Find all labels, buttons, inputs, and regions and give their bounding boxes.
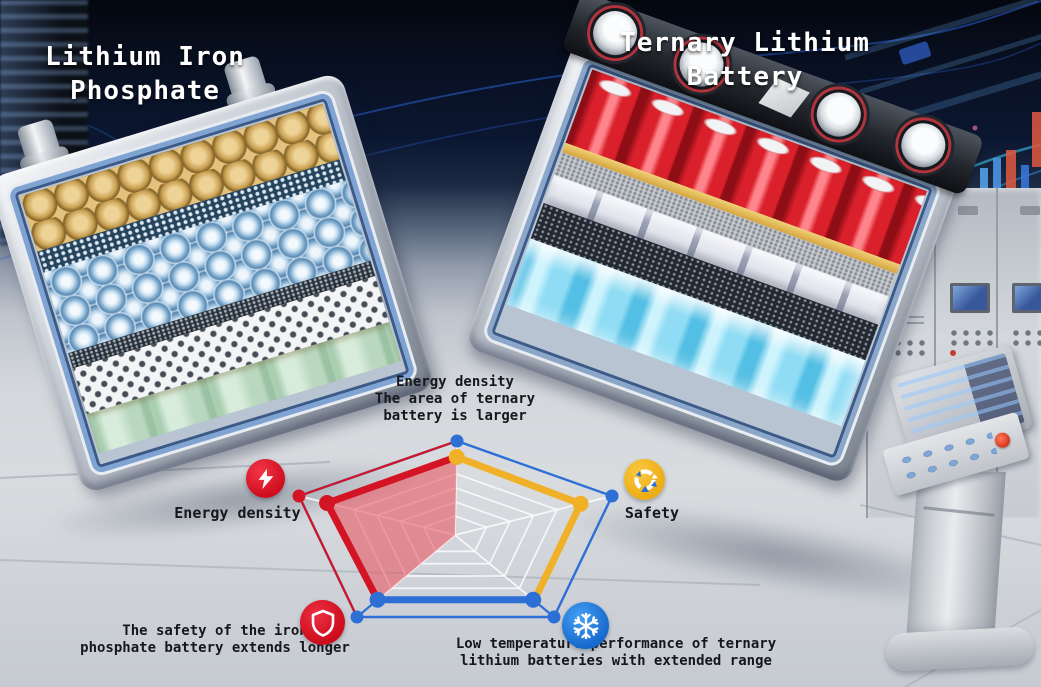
shield-icon [300, 600, 345, 645]
radar-annotation-bottom-right: Low temperature performance of ternary l… [455, 636, 777, 669]
cabinet-screen [950, 283, 990, 313]
right-battery-title: Ternary Lithium Battery [620, 28, 870, 92]
radar-annotation-bottom-left: The safety of the iron phosphate battery… [80, 623, 350, 656]
lightning-icon [246, 459, 285, 498]
cabinet-buttons [1010, 328, 1041, 346]
kiosk-stand [906, 472, 1006, 640]
radar-label-energy-density: Energy density [174, 504, 301, 522]
cabinet-screen [1012, 283, 1041, 313]
radar-annotation-top: Energy density The area of ternary batte… [374, 374, 536, 424]
kiosk-seam [923, 506, 995, 517]
cabinet-vent [958, 206, 978, 215]
circular-arrows-icon [624, 459, 665, 500]
radar-label-safety: Safety [624, 504, 680, 522]
kiosk-red-button [993, 430, 1012, 450]
left-battery-title: Lithium Iron Phosphate [45, 42, 245, 106]
cabinet-vent [1020, 206, 1040, 215]
kiosk-base [885, 626, 1035, 672]
kiosk-terminal [880, 344, 1040, 672]
cabinet-buttons [948, 328, 996, 346]
battery-terminal [891, 113, 956, 178]
cabinet-red-indicator [950, 350, 956, 356]
snowflake-icon [562, 602, 609, 649]
